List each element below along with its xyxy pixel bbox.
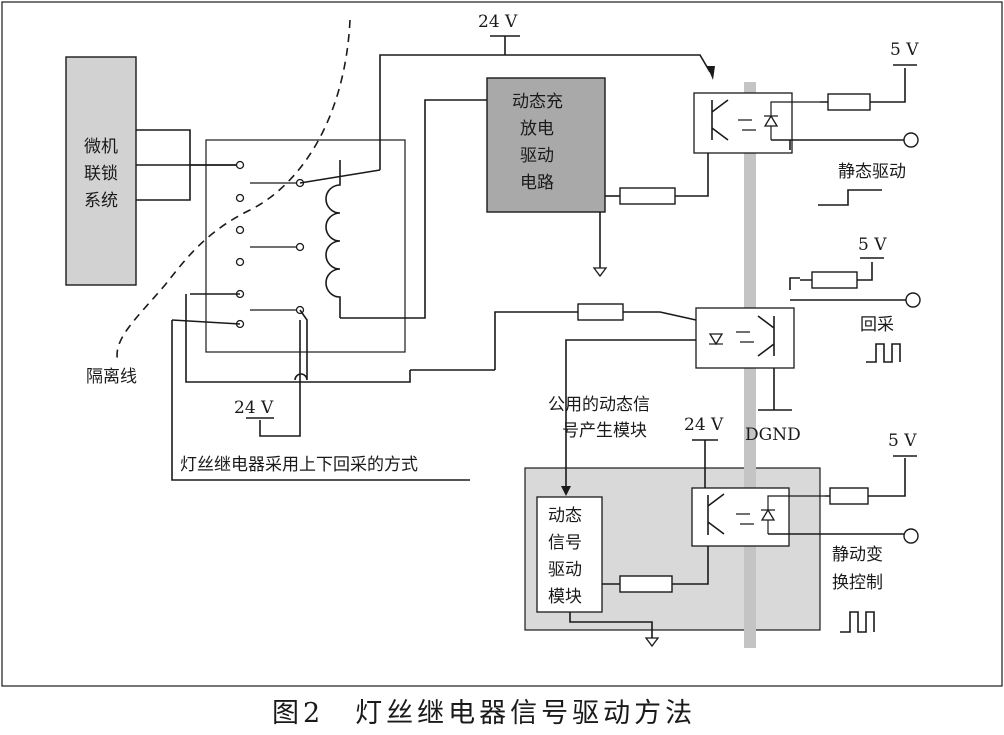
readback-waveform	[866, 343, 901, 363]
ground-2	[644, 637, 660, 648]
contact-2	[235, 193, 245, 203]
ground-2-wire	[569, 612, 653, 638]
terminal-static[interactable]	[903, 132, 919, 148]
resistor-5	[619, 575, 673, 593]
supply-24v-mid-symbol	[692, 439, 718, 488]
opto2-transistor	[757, 315, 775, 357]
wire-5v-mid	[800, 262, 873, 281]
dynamic-signal-module-box	[536, 496, 603, 613]
terminal-control[interactable]	[903, 528, 919, 544]
wire-module-resistor	[602, 530, 709, 585]
contact-4	[235, 257, 245, 267]
dgnd-label: DGND	[745, 425, 801, 445]
supply-5v-mid-label: 5 V	[858, 235, 887, 255]
readback-label: 回采	[860, 315, 894, 335]
wire-shared-arrow	[565, 339, 696, 490]
contact-3	[235, 225, 245, 235]
wire-dgnd	[758, 368, 792, 411]
shared-module-label-1: 公用的动态信	[548, 395, 650, 415]
control-waveform	[840, 611, 875, 633]
supply-24v-left-label: 24 V	[234, 398, 274, 418]
isolation-dashed-line	[116, 19, 351, 363]
microcomputer-label-1: 微机	[84, 137, 118, 157]
wire-5v-bottom	[825, 458, 906, 497]
shared-module-label-2: 号产生模块	[562, 421, 647, 441]
opto1-light-arrows	[738, 119, 756, 131]
signal-module-label-4: 模块	[548, 587, 582, 607]
resistor-3	[577, 303, 624, 321]
opto2-light-arrows	[736, 331, 754, 343]
wire-24v-left	[259, 320, 301, 437]
opto3-transistor	[707, 493, 725, 535]
opto3-light-arrows	[736, 513, 754, 525]
wire-crossover	[294, 309, 308, 381]
resistor-4	[811, 271, 858, 289]
relay-box	[205, 139, 406, 353]
opto1-led-wires	[764, 101, 820, 140]
wire-readback	[410, 311, 697, 371]
wire-coil-to-circuit	[340, 99, 487, 319]
wire-relay-note-line	[171, 320, 470, 481]
supply-24v-mid-label: 24 V	[684, 415, 724, 435]
wire-24v-top	[379, 54, 711, 170]
terminal-readback[interactable]	[905, 292, 921, 308]
control-label-2: 换控制	[832, 573, 883, 593]
optocoupler-3	[691, 487, 790, 547]
static-waveform	[818, 189, 882, 206]
static-drive-label: 静态驱动	[838, 162, 906, 182]
opto1-transistor	[711, 99, 729, 141]
supply-5v-top-label: 5 V	[890, 40, 919, 60]
arrow-top	[707, 66, 715, 80]
isolation-line-label: 隔离线	[86, 367, 137, 387]
relay-note-label: 灯丝继电器采用上下回采的方式	[180, 455, 418, 475]
dynamic-charge-circuit-box	[486, 77, 606, 213]
contact-arms	[250, 182, 296, 311]
wire-left-loop	[185, 294, 411, 383]
supply-5v-bottom-label: 5 V	[888, 431, 917, 451]
wire-coil-top	[299, 169, 381, 184]
arrow-shared	[561, 486, 571, 496]
supply-24v-top-label: 24 V	[478, 12, 518, 32]
contact-8	[295, 242, 305, 252]
charge-circuit-label-1: 动态充	[512, 92, 563, 112]
microcomputer-label-3: 系统	[84, 191, 118, 211]
resistor-6	[829, 487, 869, 505]
control-label-1: 静动变	[832, 545, 883, 565]
figure-caption: 图2 灯丝继电器信号驱动方法	[272, 698, 696, 729]
ground-1	[592, 267, 608, 278]
charge-circuit-label-4: 电路	[520, 173, 554, 193]
relay-coil	[325, 160, 341, 318]
charge-circuit-label-3: 驱动	[520, 146, 554, 166]
signal-module-label-1: 动态	[548, 506, 582, 526]
opto2-led	[708, 333, 724, 346]
supply-24v-top-symbol	[490, 35, 520, 55]
wire-left-2	[171, 319, 241, 325]
signal-module-label-2: 信号	[548, 533, 582, 553]
microcomputer-label-2: 联锁	[84, 164, 118, 184]
optocoupler-2	[695, 307, 795, 369]
opto3-led-wires	[761, 495, 825, 534]
charge-circuit-label-2: 放电	[520, 119, 554, 139]
signal-module-label-3: 驱动	[548, 560, 582, 580]
resistor-2	[827, 93, 871, 111]
wire-opto2-top	[789, 277, 800, 290]
wire-mc-1	[136, 129, 240, 166]
wire-mc-3	[136, 165, 191, 201]
microcomputer-box	[65, 56, 137, 286]
wire-static-drive	[771, 139, 905, 150]
contact-1	[235, 160, 245, 170]
resistor-1	[619, 187, 676, 205]
wire-5v-top	[820, 68, 906, 103]
figure-frame	[1, 1, 1003, 687]
